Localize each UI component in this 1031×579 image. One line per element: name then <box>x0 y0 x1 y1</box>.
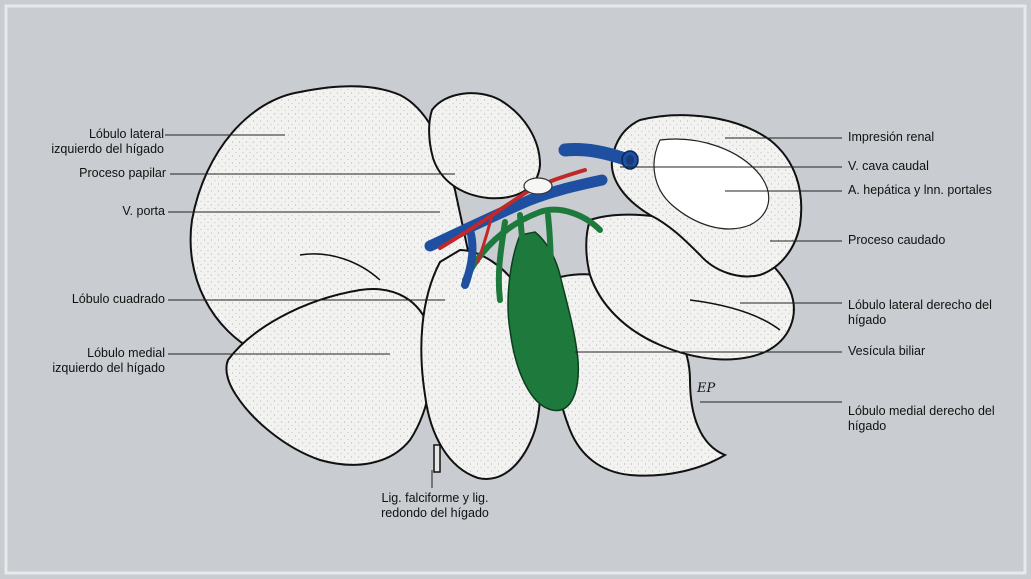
label-lobulo-medial-derecho: Lóbulo medial derecho del hígado <box>848 404 995 434</box>
artist-signature: EP <box>697 381 715 396</box>
label-v-porta: V. porta <box>6 204 165 219</box>
label-lobulo-medial-izquierdo: Lóbulo medial izquierdo del hígado <box>6 346 165 376</box>
falciform-ligament <box>434 445 440 472</box>
label-proceso-caudado: Proceso caudado <box>848 233 945 248</box>
label-lobulo-lateral-izquierdo: Lóbulo lateral izquierdo del hígado <box>6 127 164 157</box>
portal-lymph-node <box>524 178 552 194</box>
label-lobulo-cuadrado: Lóbulo cuadrado <box>6 292 165 307</box>
label-a-hepatica: A. hepática y lnn. portales <box>848 183 992 198</box>
label-lobulo-lateral-derecho: Lóbulo lateral derecho del hígado <box>848 298 992 328</box>
label-v-cava-caudal: V. cava caudal <box>848 159 929 174</box>
label-lig-falciforme: Lig. falciforme y lig. redondo del hígad… <box>360 491 510 521</box>
label-proceso-papilar: Proceso papilar <box>6 166 166 181</box>
label-vesicula-biliar: Vesícula biliar <box>848 344 925 359</box>
caudal-vena-cava <box>565 149 628 160</box>
label-impresion-renal: Impresión renal <box>848 130 934 145</box>
